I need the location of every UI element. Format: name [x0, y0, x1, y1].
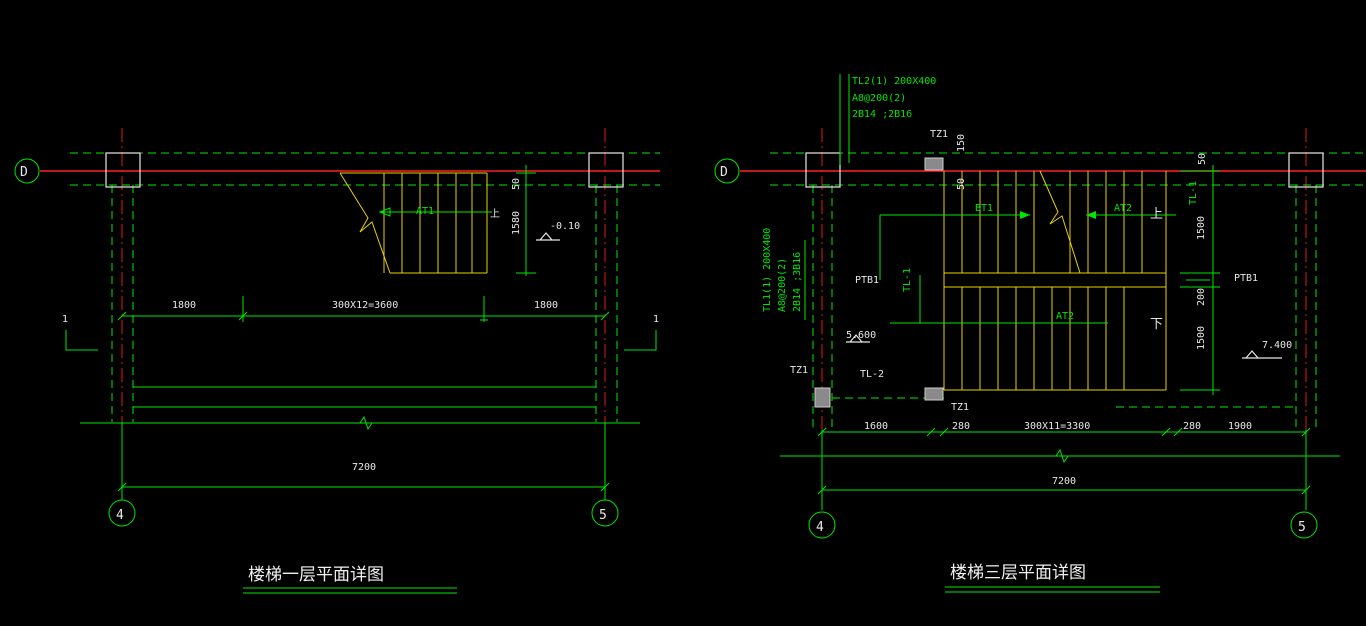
column: [105, 152, 141, 188]
column: [805, 152, 841, 188]
slab-label: PTB1: [1234, 273, 1258, 284]
slab-label: PTB1: [855, 275, 879, 286]
drawing-title: 楼梯一层平面详图: [248, 565, 384, 585]
dim-text: 280: [952, 421, 970, 432]
column-tz1: [924, 157, 944, 171]
level-mark: [536, 232, 560, 241]
level-text: -0.10: [550, 221, 580, 232]
section-label: 1: [62, 314, 68, 325]
grid-bubble-5: [591, 499, 619, 527]
grid-label-4: 4: [816, 520, 824, 535]
floor3-plan: D 4 5 TL2(1) 200X400 A8@200(2) 2B14 ;2B1…: [714, 74, 1366, 593]
direction-up: 上: [1150, 207, 1163, 222]
dim-text: 1500: [1196, 216, 1207, 240]
dim-text: 7200: [352, 462, 376, 473]
break-symbol: [359, 415, 373, 431]
grid-bubble-4: [108, 499, 136, 527]
grid-bubble-d: [14, 158, 40, 184]
dim-text: 1800: [534, 300, 558, 311]
stair-label: AT2: [1056, 311, 1074, 322]
stair-treads: [339, 172, 488, 274]
dim-text: 200: [1196, 288, 1207, 306]
beam-note-vertical: 2B14 ;3B16: [792, 252, 803, 312]
arrow-head: [1020, 211, 1030, 219]
column-label: TZ1: [951, 402, 969, 413]
stair-treads-upper: [943, 170, 1167, 391]
column-tz1: [924, 387, 944, 401]
arrow-head: [1086, 211, 1096, 219]
dim-text: 50: [1197, 153, 1208, 165]
beam-note-vertical: TL1(1) 200X400: [762, 228, 773, 312]
column-label: TZ1: [930, 129, 948, 140]
level-mark: [1242, 350, 1282, 359]
dim-text: 300X11=3300: [1024, 421, 1090, 432]
beam-note-vertical: A8@200(2): [777, 258, 788, 312]
arrow-head: [378, 207, 391, 217]
grid-label-5: 5: [1298, 520, 1306, 535]
dim-text: 50: [511, 178, 522, 190]
beam-note-line: TL2(1) 200X400: [852, 76, 936, 87]
dim-text: 280: [1183, 421, 1201, 432]
drawing-title: 楼梯三层平面详图: [950, 563, 1086, 583]
dim-text: 1800: [172, 300, 196, 311]
beam-label: TL-1: [902, 268, 913, 292]
grid-label-4: 4: [116, 508, 124, 523]
dim-text: 150: [956, 134, 967, 152]
column: [588, 152, 624, 188]
column-label: TZ1: [790, 365, 808, 376]
stair-label: AT1: [416, 206, 434, 217]
direction-down: 下: [1150, 317, 1163, 332]
beam-label: TL-1: [1188, 181, 1199, 205]
level-text: 7.400: [1262, 340, 1292, 351]
dim-text: 300X12=3600: [332, 300, 398, 311]
grid-label-5: 5: [599, 508, 607, 523]
dim-text: 1600: [864, 421, 888, 432]
stair-label: BT1: [975, 203, 993, 214]
dim-text: 50: [956, 178, 967, 190]
level-text: 5.600: [846, 330, 876, 341]
section-mark-left: [65, 330, 98, 351]
dim-text: 1900: [1228, 421, 1252, 432]
section-mark-right: [624, 330, 657, 351]
level-mark: [846, 334, 870, 343]
grid-bubble-5: [1290, 511, 1318, 539]
stair-label: AT2: [1114, 203, 1132, 214]
column-tz1: [814, 387, 831, 408]
floor1-plan: D 4 5 1 1 1800 300X12=3600 1800 7200 50 …: [14, 128, 660, 594]
column: [1288, 152, 1324, 188]
beam-note-line: 2B14 ;2B16: [852, 109, 912, 120]
dim-text: 1580: [511, 211, 522, 235]
direction-label: 上: [490, 208, 500, 220]
dim-text: 1500: [1196, 326, 1207, 350]
break-symbol: [1055, 448, 1069, 464]
grid-bubble-4: [808, 511, 836, 539]
grid-bubble-d: [714, 158, 740, 184]
section-label: 1: [653, 314, 659, 325]
dim-text: 7200: [1052, 476, 1076, 487]
beam-note-line: A8@200(2): [852, 93, 906, 104]
beam-label: TL-2: [860, 369, 884, 380]
grid-label-d: D: [720, 165, 728, 180]
grid-label-d: D: [20, 165, 28, 180]
